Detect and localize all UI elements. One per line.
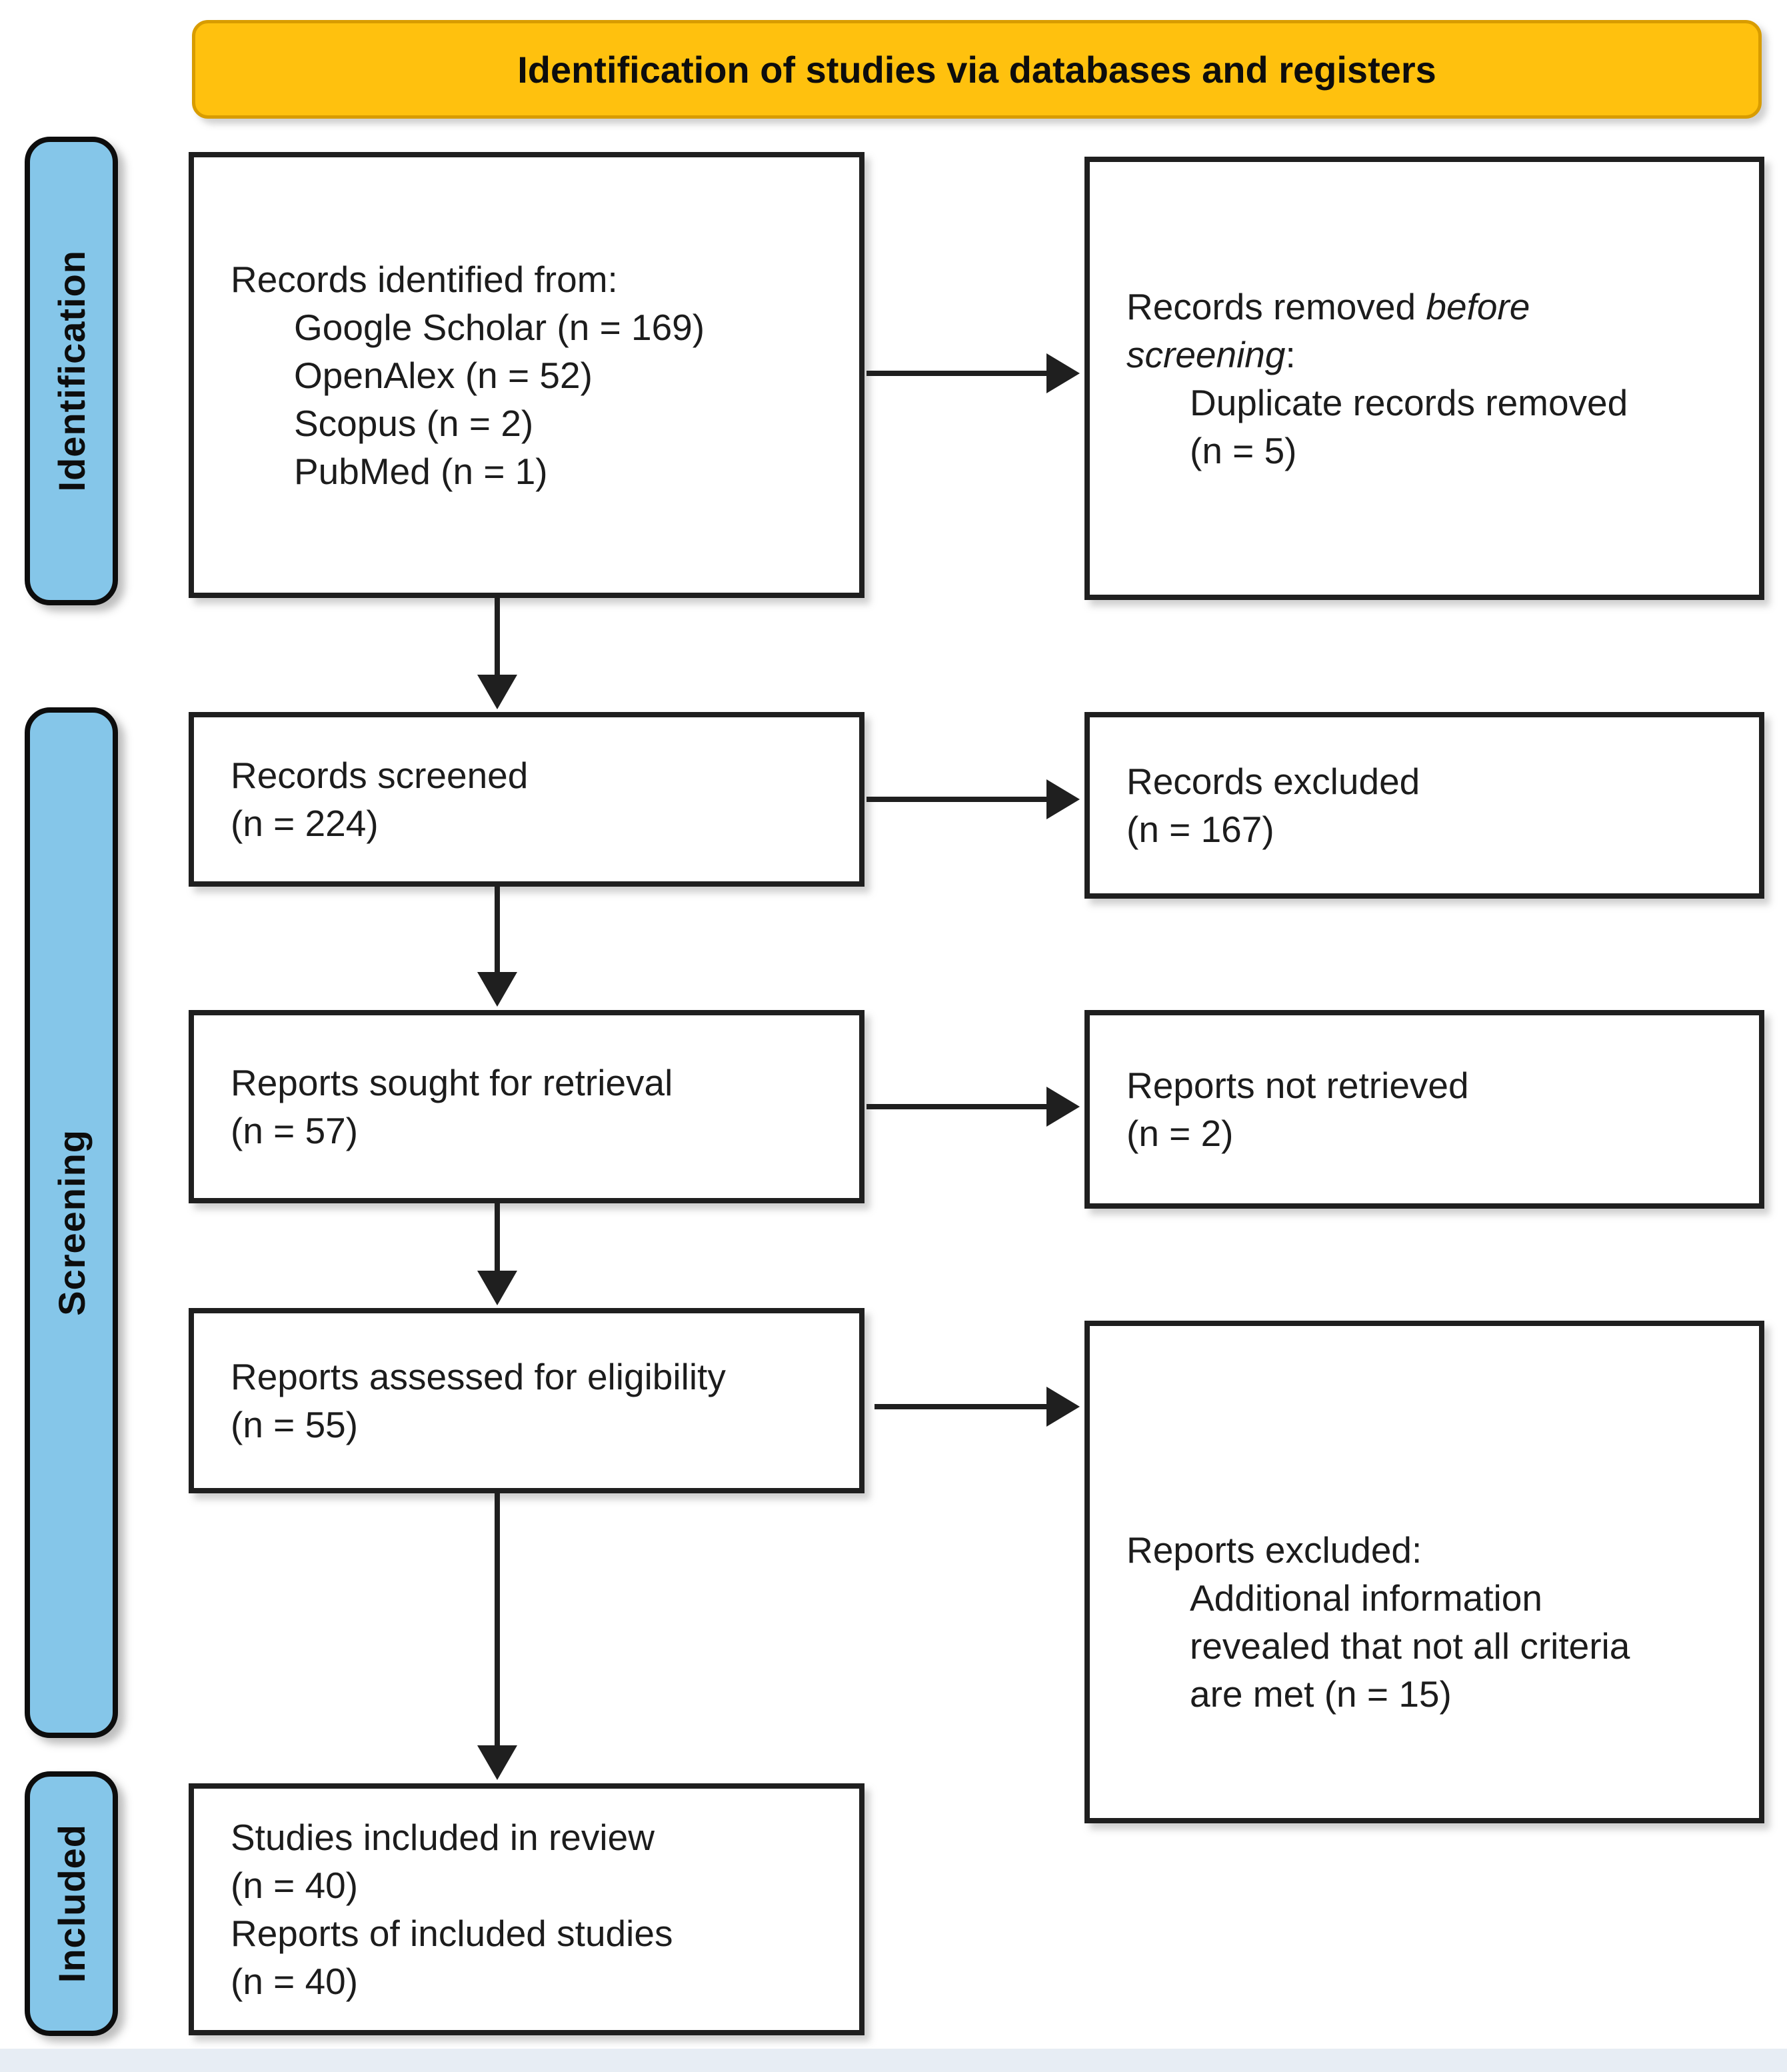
box-records-removed: Records removed before screening: Duplic… xyxy=(1084,157,1764,600)
stage-label-included: Included xyxy=(25,1771,118,2036)
arrow-down-head-2-icon xyxy=(477,972,517,1007)
box-count: (n = 57) xyxy=(231,1110,359,1151)
box-title-italic: screening xyxy=(1126,333,1286,375)
diagram-title-banner: Identification of studies via databases … xyxy=(192,20,1762,119)
arrow-down-line-3 xyxy=(495,1203,500,1271)
stage-label-text: Included xyxy=(50,1824,93,1983)
stage-label-text: Screening xyxy=(50,1129,93,1316)
stage-label-identification: Identification xyxy=(25,137,118,605)
stage-label-screening: Screening xyxy=(25,707,118,1738)
source-item: PubMed (n = 1) xyxy=(294,450,548,492)
box-line: Reports assessed for eligibility xyxy=(231,1356,726,1397)
box-studies-included: Studies included in review (n = 40) Repo… xyxy=(189,1783,865,2035)
box-reports-excluded: Reports excluded: Additional information… xyxy=(1084,1321,1764,1823)
window-bottom-strip xyxy=(0,2049,1787,2072)
box-line: Records screened xyxy=(231,755,529,796)
reason-count: (n = 5) xyxy=(1190,429,1297,471)
box-title: Reports excluded: xyxy=(1126,1529,1422,1571)
arrow-right-head-4-icon xyxy=(1046,1387,1080,1427)
box-records-identified: Records identified from: Google Scholar … xyxy=(189,152,865,598)
box-line: Records excluded xyxy=(1126,761,1420,802)
box-reports-sought: Reports sought for retrieval (n = 57) xyxy=(189,1010,865,1203)
box-count: (n = 40) xyxy=(231,1961,359,2002)
reason-item: are met (n = 15) xyxy=(1190,1673,1452,1715)
box-title-text: Records removed xyxy=(1126,285,1426,327)
box-line: Reports not retrieved xyxy=(1126,1065,1469,1106)
stage-label-text: Identification xyxy=(50,250,93,492)
arrow-right-line-4 xyxy=(875,1404,1046,1409)
box-records-excluded: Records excluded (n = 167) xyxy=(1084,712,1764,899)
arrow-down-head-1-icon xyxy=(477,675,517,709)
source-item: Scopus (n = 2) xyxy=(294,402,534,444)
box-line: Reports sought for retrieval xyxy=(231,1062,673,1103)
diagram-title: Identification of studies via databases … xyxy=(517,48,1436,91)
arrow-down-head-4-icon xyxy=(477,1745,517,1780)
box-count: (n = 40) xyxy=(231,1865,359,1906)
box-title: Records identified from: xyxy=(231,258,618,300)
box-title-italic: before xyxy=(1426,285,1530,327)
arrow-down-line-4 xyxy=(495,1493,500,1745)
box-line: Reports of included studies xyxy=(231,1913,673,1954)
box-reports-assessed: Reports assessed for eligibility (n = 55… xyxy=(189,1308,865,1493)
arrow-right-head-3-icon xyxy=(1046,1087,1080,1127)
box-title-text: : xyxy=(1285,333,1296,375)
arrow-down-head-3-icon xyxy=(477,1271,517,1305)
arrow-right-head-1-icon xyxy=(1046,353,1080,393)
arrow-down-line-2 xyxy=(495,887,500,972)
box-count: (n = 2) xyxy=(1126,1113,1234,1154)
arrow-right-line-2 xyxy=(867,797,1046,802)
box-records-screened: Records screened (n = 224) xyxy=(189,712,865,887)
reason-item: Additional information xyxy=(1190,1577,1542,1619)
arrow-right-line-1 xyxy=(867,371,1046,376)
arrow-right-line-3 xyxy=(867,1104,1046,1109)
box-title: Records removed before xyxy=(1126,283,1739,331)
box-line: Studies included in review xyxy=(231,1817,655,1858)
box-reports-not-retrieved: Reports not retrieved (n = 2) xyxy=(1084,1010,1764,1209)
box-title-2: screening: xyxy=(1126,331,1739,379)
arrow-right-head-2-icon xyxy=(1046,779,1080,819)
box-count: (n = 167) xyxy=(1126,809,1274,850)
source-item: Google Scholar (n = 169) xyxy=(294,306,705,348)
reason-item: Duplicate records removed xyxy=(1190,381,1628,423)
arrow-down-line-1 xyxy=(495,598,500,675)
reason-item: revealed that not all criteria xyxy=(1190,1625,1630,1667)
box-count: (n = 55) xyxy=(231,1404,359,1445)
box-count: (n = 224) xyxy=(231,803,379,844)
source-item: OpenAlex (n = 52) xyxy=(294,354,593,396)
